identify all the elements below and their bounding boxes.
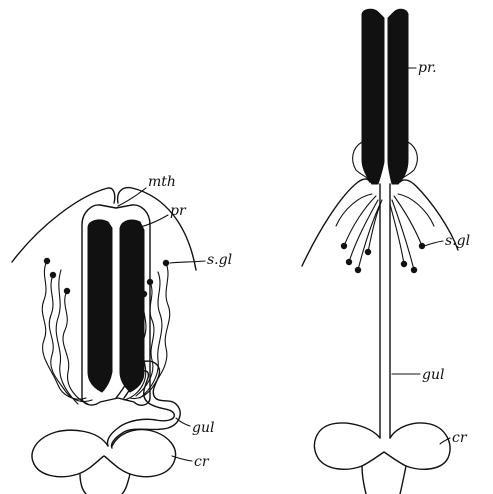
label-right-proboscis: pr. (418, 60, 437, 76)
labels: mth pr s.gl gul cr pr. s.gl gul cr (148, 60, 470, 470)
label-left-crop: cr (194, 454, 210, 470)
left-proboscis-rod-left (88, 220, 112, 392)
right-crop-stalk (362, 466, 406, 494)
right-salivary-glands (341, 196, 425, 273)
left-crop-stalk (80, 474, 130, 494)
label-left-proboscis: pr (170, 203, 187, 219)
leader-left-gul (176, 418, 190, 426)
right-proboscis-rod-left (362, 9, 384, 184)
left-proboscis-rod-right (120, 220, 144, 392)
label-left-gullet: gul (192, 420, 214, 436)
left-figure (12, 188, 196, 494)
right-proboscis-rod-right (388, 9, 408, 184)
right-figure (302, 9, 458, 494)
label-left-salivary-gland: s.gl (207, 252, 232, 268)
label-right-salivary-gland: s.gl (445, 233, 470, 249)
leader-left-sgl (170, 261, 205, 263)
right-head-outline-left (302, 179, 370, 266)
label-right-crop: cr (452, 430, 468, 446)
leader-right-sgl (424, 241, 443, 246)
label-right-gullet: gul (422, 367, 444, 383)
left-crop (32, 430, 175, 477)
leader-left-mth (118, 188, 146, 206)
right-crop (314, 423, 450, 469)
label-left-mouth: mth (148, 174, 176, 190)
